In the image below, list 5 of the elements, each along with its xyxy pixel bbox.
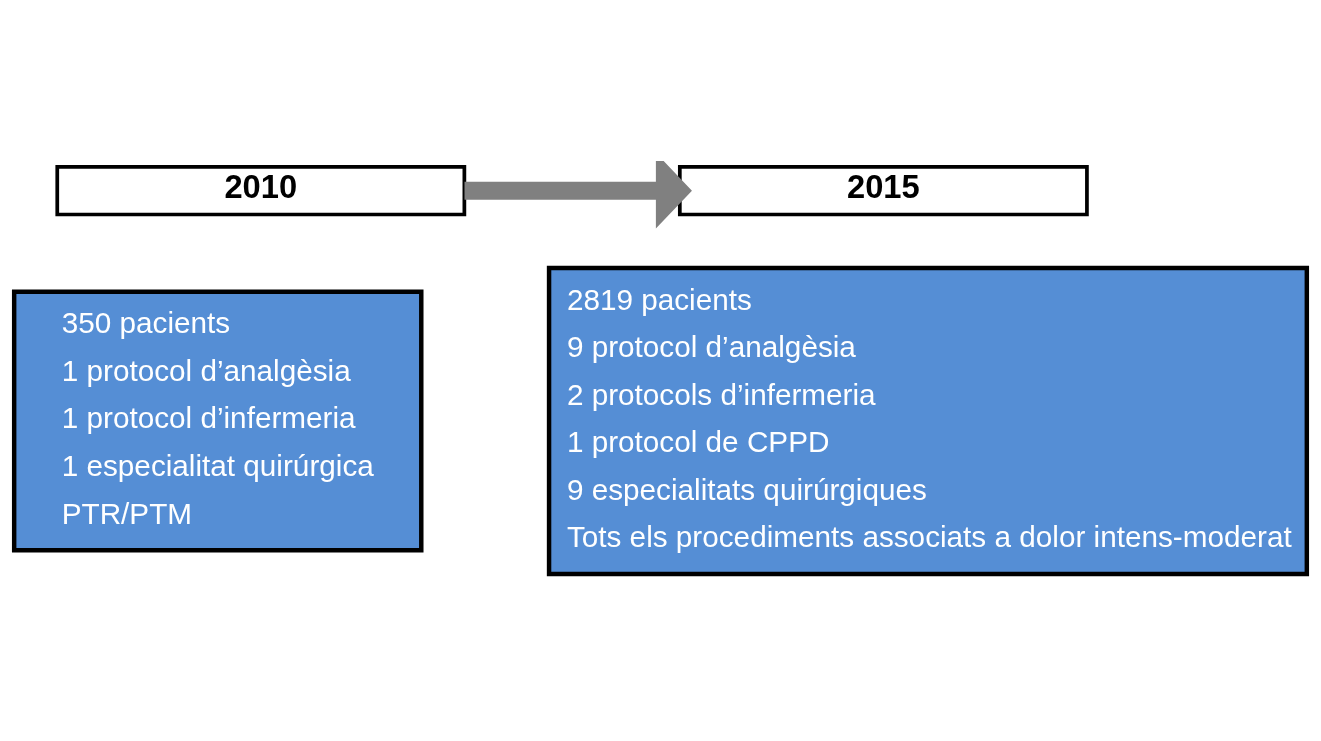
node-box: 2015 [677, 165, 1089, 217]
node-box: 2819 pacients 9 protocol d’analgèsia 2 protocols d’infermeria 1 protocol de CPPD 9 especialitats quirúrgiques Tots els procediments associats a dolor intens-moderat [546, 265, 1310, 577]
node-box: 350 pacients 1 protocol d’analgèsia 1 protocol d’infermeria 1 especialitat quirúrgica PTR/PTM [11, 289, 424, 553]
node-box: 2010 [55, 165, 467, 217]
arrow [464, 161, 692, 229]
